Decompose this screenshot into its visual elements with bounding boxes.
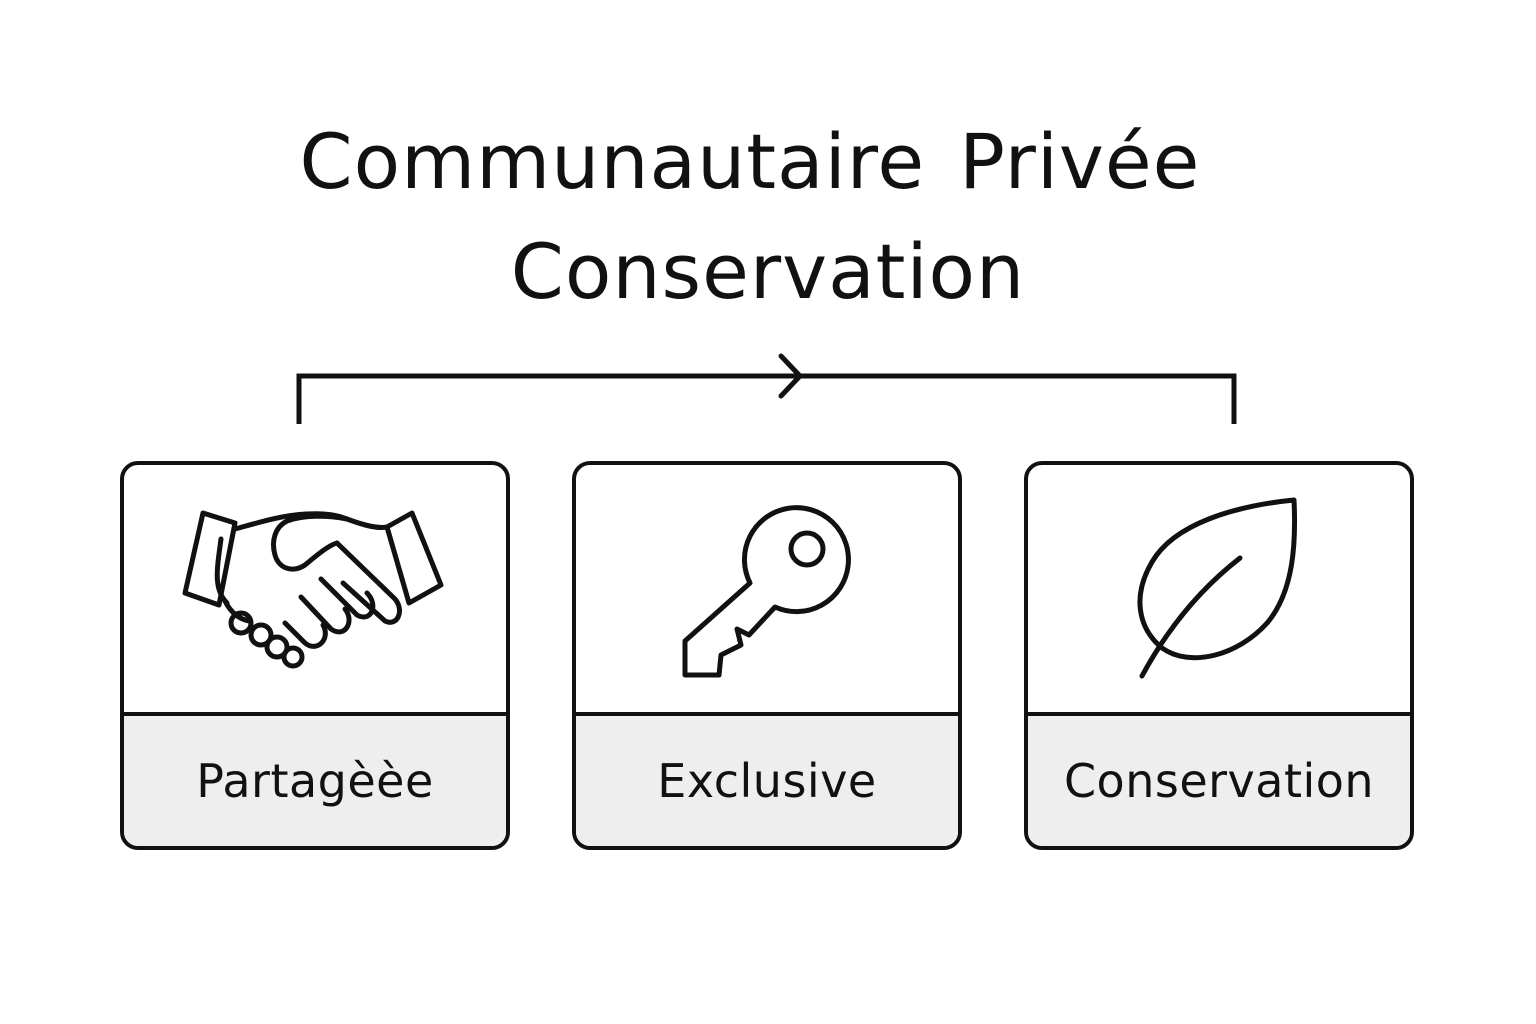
- card-partagee: Partagèèe: [120, 461, 510, 850]
- card-label-box: Exclusive: [576, 712, 958, 846]
- leaf-icon: [1137, 497, 1298, 678]
- card-label-box: Conservation: [1028, 712, 1410, 846]
- card-conservation: Conservation: [1024, 461, 1414, 850]
- connector-line: [296, 373, 1237, 424]
- card-label-exclusive: Exclusive: [657, 754, 877, 808]
- handshake-icon: [182, 510, 444, 668]
- card-label-partagee: Partagèèe: [196, 754, 434, 808]
- title-privee: Privée: [959, 117, 1201, 206]
- diagram-title-line-2: Conservation: [510, 227, 1026, 316]
- key-icon: [682, 504, 851, 677]
- card-label-conservation: Conservation: [1063, 754, 1375, 808]
- card-exclusive: Exclusive: [572, 461, 962, 850]
- card-label-box: Partagèèe: [124, 712, 506, 846]
- title-communautaire: Communautaire: [299, 117, 926, 206]
- arrowhead-icon: [778, 353, 804, 399]
